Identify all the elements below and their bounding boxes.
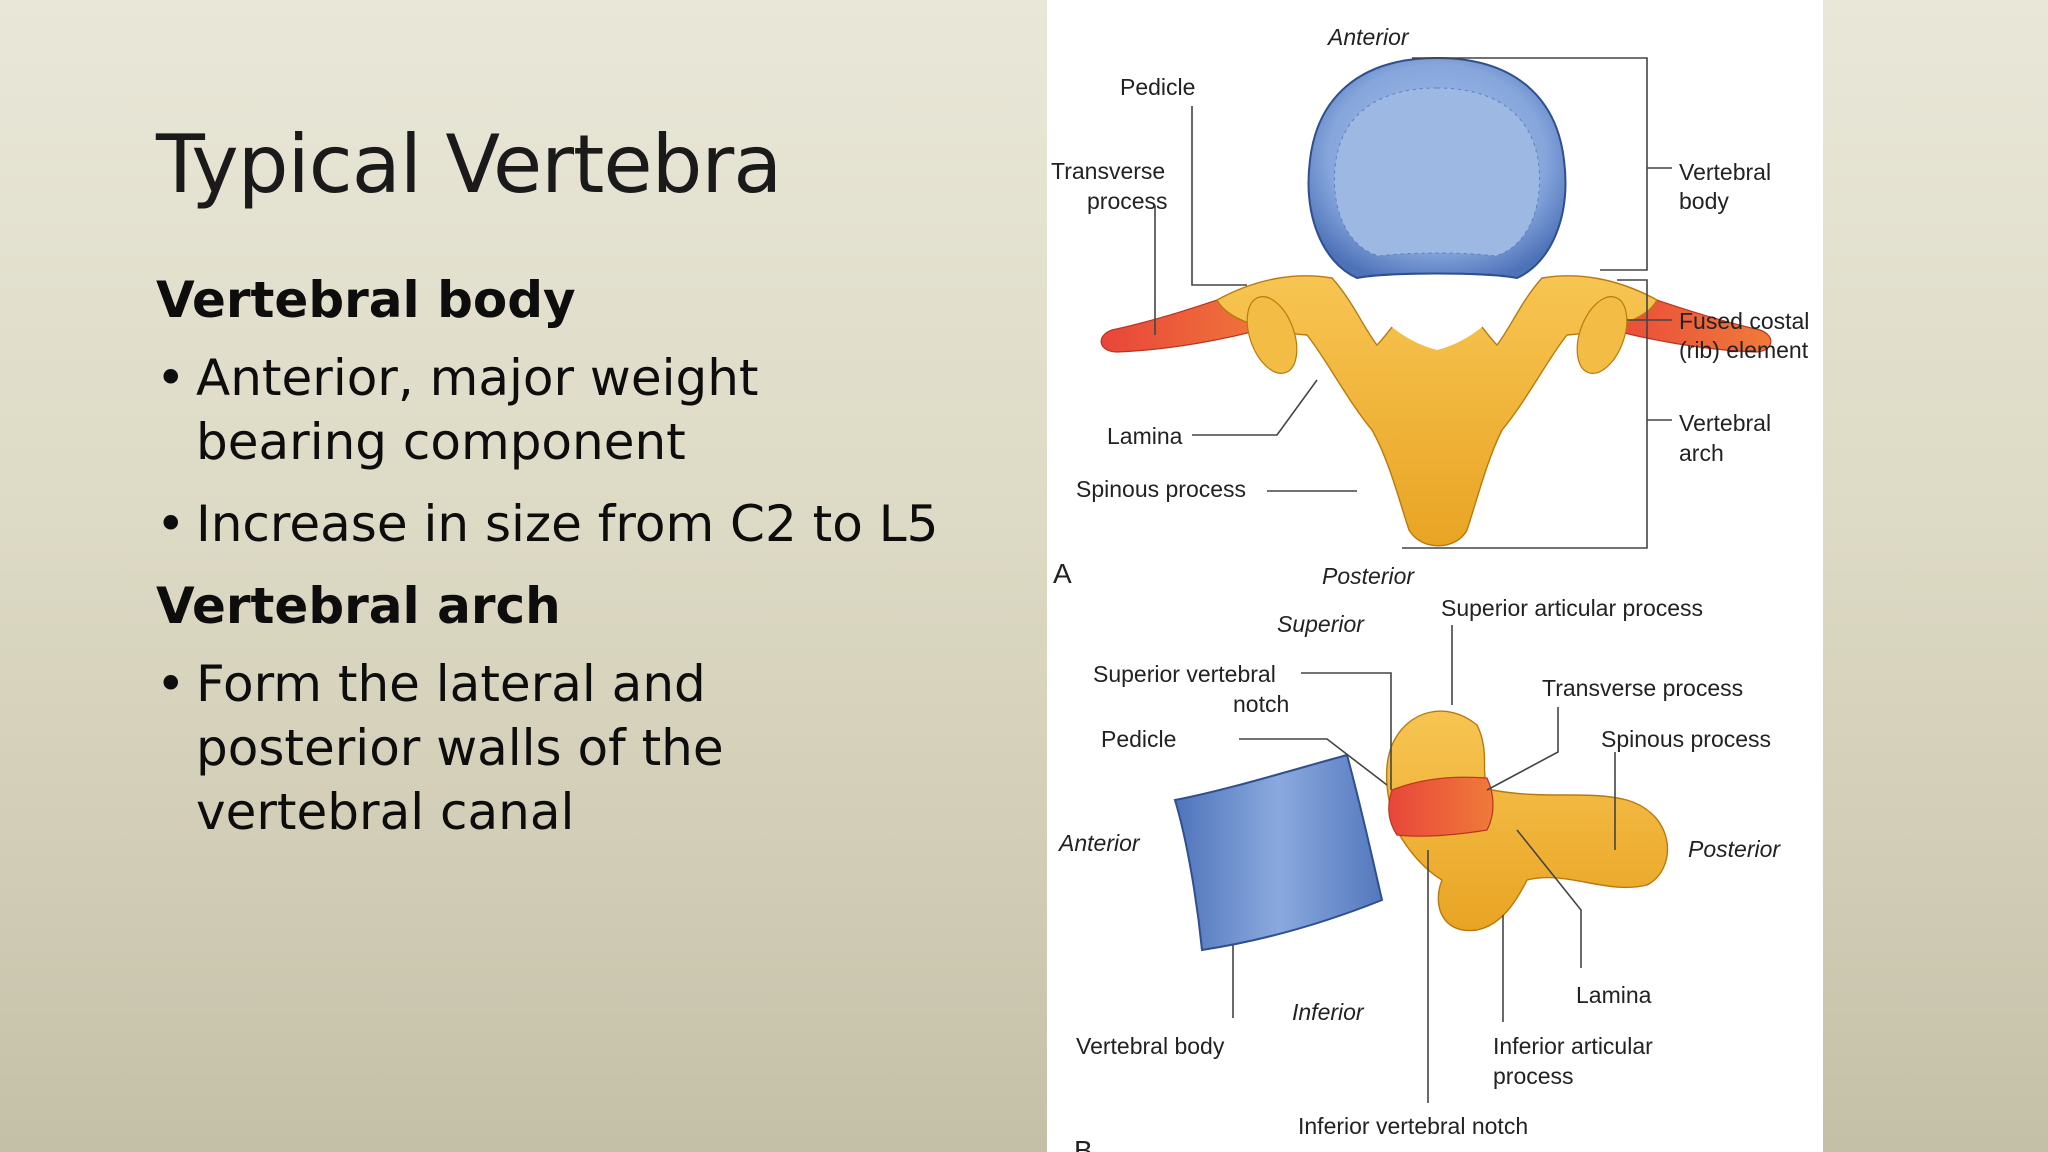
- label-panel-b: B: [1074, 1135, 1093, 1152]
- label-spinous-b: Spinous process: [1601, 726, 1771, 752]
- label-superior-articular: Superior articular process: [1441, 595, 1703, 621]
- bullet-line: posterior walls of the: [196, 719, 724, 777]
- pedicle-b: [1388, 776, 1494, 837]
- bullet-dot: •: [156, 495, 186, 553]
- label-vertebral-body-b: Vertebral body: [1076, 1033, 1225, 1059]
- section-heading-vertebral-body: Vertebral body: [156, 271, 576, 329]
- label-inferior-articular-1: Inferior articular: [1493, 1033, 1653, 1059]
- bullet-dot: •: [156, 655, 186, 713]
- label-lamina-b: Lamina: [1576, 982, 1652, 1008]
- bullet-item: • Anterior, major weight bearing compone…: [156, 346, 1016, 474]
- panel-b: Superior Superior articular process Supe…: [1057, 595, 1781, 1152]
- label-pedicle-b: Pedicle: [1101, 726, 1176, 752]
- vertebra-illustration: Anterior Pedicle Transverse process Lami…: [1051, 24, 1809, 1152]
- bullet-dot: •: [156, 349, 186, 407]
- label-fused-costal-1: Fused costal: [1679, 308, 1809, 334]
- label-anterior-b: Anterior: [1057, 830, 1141, 856]
- vertebral-foramen: [1359, 269, 1515, 350]
- vertebra-figure: Anterior Pedicle Transverse process Lami…: [1047, 0, 1823, 1152]
- label-anterior-a: Anterior: [1326, 24, 1410, 50]
- label-inferior-articular-2: process: [1493, 1063, 1574, 1089]
- label-spinous-a: Spinous process: [1076, 476, 1246, 502]
- label-vertebral-arch-1: Vertebral: [1679, 410, 1771, 436]
- vertebral-arch-b: [1385, 710, 1669, 932]
- label-inferior-b: Inferior: [1292, 999, 1365, 1025]
- label-posterior-a: Posterior: [1322, 563, 1415, 589]
- label-panel-a: A: [1053, 558, 1072, 589]
- bullet-item: • Increase in size from C2 to L5: [156, 492, 1016, 556]
- bullet-item: • Form the lateral and posterior walls o…: [156, 652, 1016, 844]
- panel-a: Anterior Pedicle Transverse process Lami…: [1051, 24, 1809, 589]
- label-transverse-a-2: process: [1087, 188, 1168, 214]
- label-superior-notch-1: Superior vertebral: [1093, 661, 1276, 687]
- bullet-line: Increase in size from C2 to L5: [196, 495, 939, 553]
- label-transverse-b: Transverse process: [1542, 675, 1743, 701]
- slide-title: Typical Vertebra: [156, 118, 782, 211]
- left-articular-facet: [1246, 296, 1298, 374]
- bullet-line: Anterior, major weight: [196, 349, 759, 407]
- label-posterior-b: Posterior: [1688, 836, 1781, 862]
- label-vertebral-body-a-2: body: [1679, 188, 1729, 214]
- slide-content: Vertebral body • Anterior, major weight …: [156, 268, 1016, 862]
- vertebral-body-b: [1173, 753, 1384, 952]
- label-transverse-a-1: Transverse: [1051, 158, 1165, 184]
- trabecular-bone: [1333, 87, 1541, 257]
- right-articular-facet: [1576, 296, 1628, 374]
- bullet-line: vertebral canal: [196, 783, 575, 841]
- label-superior-notch-2: notch: [1233, 691, 1289, 717]
- label-vertebral-arch-2: arch: [1679, 440, 1724, 466]
- label-inferior-notch: Inferior vertebral notch: [1298, 1113, 1528, 1139]
- bullet-line: bearing component: [196, 413, 686, 471]
- label-vertebral-body-a-1: Vertebral: [1679, 159, 1771, 185]
- label-fused-costal-2: (rib) element: [1679, 337, 1809, 363]
- label-pedicle-a: Pedicle: [1120, 74, 1195, 100]
- section-heading-vertebral-arch: Vertebral arch: [156, 577, 561, 635]
- bullet-line: Form the lateral and: [196, 655, 706, 713]
- label-superior-b: Superior: [1277, 611, 1365, 637]
- label-lamina-a: Lamina: [1107, 423, 1183, 449]
